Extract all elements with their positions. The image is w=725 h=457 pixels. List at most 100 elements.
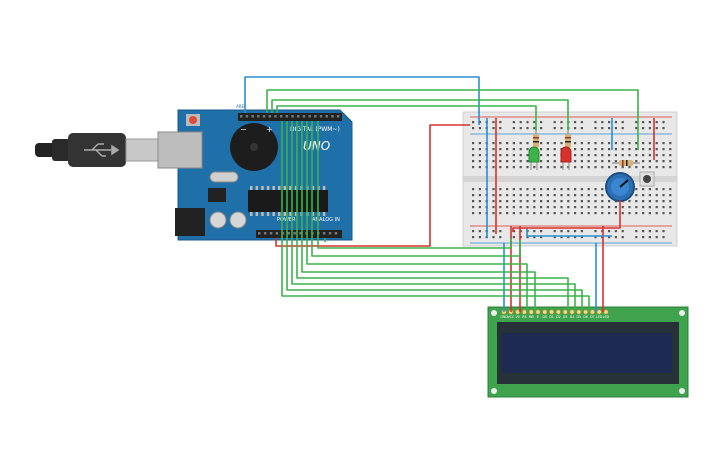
breadboard-hole — [506, 160, 509, 163]
chip-pin — [261, 186, 264, 190]
breadboard-hole — [519, 206, 522, 209]
wire-green[interactable] — [266, 89, 639, 150]
piezo-buzzer[interactable]: − + — [230, 123, 278, 171]
wire-blue-lcd[interactable] — [526, 228, 612, 237]
breadboard-hole — [594, 148, 597, 151]
usb-cable[interactable] — [35, 133, 159, 167]
breadboard-hole — [526, 206, 529, 209]
breadboard-hole — [635, 206, 638, 209]
breadboard-hole — [472, 142, 475, 145]
breadboard-hole — [608, 200, 611, 203]
breadboard-hole — [546, 212, 549, 215]
breadboard-hole — [662, 188, 665, 191]
breadboard-hole — [533, 230, 536, 233]
breadboard-hole — [601, 121, 604, 124]
wire-green-lcd[interactable] — [296, 121, 569, 312]
power-analog-header — [256, 230, 342, 238]
breadboard-hole — [614, 166, 617, 169]
pushbutton[interactable] — [639, 171, 655, 187]
breadboard-hole — [512, 212, 515, 215]
wire-green[interactable] — [317, 121, 512, 249]
breadboard-hole — [499, 166, 502, 169]
breadboard-hole — [594, 236, 597, 239]
lcd-pin — [589, 309, 595, 315]
breadboard-hole — [472, 200, 475, 203]
breadboard-hole — [553, 188, 556, 191]
breadboard-hole — [669, 166, 672, 169]
breadboard-hole — [512, 188, 515, 191]
breadboard-hole — [533, 188, 536, 191]
breadboard-hole — [512, 206, 515, 209]
digital-header — [238, 113, 342, 121]
lcd-pin — [569, 309, 575, 315]
breadboard-hole — [655, 121, 658, 124]
header-pin — [257, 115, 260, 118]
breadboard-hole — [478, 154, 481, 157]
chip-pin — [266, 186, 270, 190]
breadboard-hole — [492, 154, 495, 157]
breadboard-hole — [608, 154, 611, 157]
breadboard-hole — [526, 166, 529, 169]
dc-power-jack — [175, 208, 205, 236]
lcd-pin — [535, 309, 541, 315]
breadboard-hole — [655, 154, 658, 157]
wire-red-lcd[interactable] — [512, 200, 621, 232]
lcd-mount-hole — [679, 388, 685, 394]
wire-green-lcd[interactable] — [286, 121, 583, 312]
chip-pin — [255, 212, 259, 216]
breadboard-hole — [601, 212, 604, 215]
breadboard-hole — [608, 166, 611, 169]
breadboard-hole — [478, 127, 481, 130]
resistor-button[interactable] — [612, 160, 640, 166]
resistor-red-led[interactable] — [565, 128, 571, 154]
breadboard-hole — [648, 212, 651, 215]
breadboard-hole — [587, 194, 590, 197]
breadboard-hole — [499, 194, 502, 197]
wire-green-lcd[interactable] — [306, 121, 528, 312]
breadboard-hole — [662, 236, 665, 239]
breadboard-hole — [492, 148, 495, 151]
breadboard-hole — [553, 166, 556, 169]
breadboard-hole — [648, 148, 651, 151]
wire-green[interactable] — [276, 105, 537, 130]
capacitor-2 — [229, 211, 247, 229]
breadboard-hole — [499, 236, 502, 239]
breadboard-hole — [655, 188, 658, 191]
lcd-pin-label: V0 — [515, 315, 519, 319]
breadboard-hole — [594, 230, 597, 233]
resistor-band — [533, 137, 539, 139]
wire-green-lcd[interactable] — [301, 121, 536, 312]
breadboard-hole — [608, 142, 611, 145]
breadboard-hole — [601, 200, 604, 203]
breadboard-hole — [574, 148, 577, 151]
green-led[interactable] — [528, 146, 540, 170]
header-pin — [287, 232, 290, 235]
red-led[interactable] — [560, 146, 572, 170]
header-pin — [251, 115, 254, 118]
breadboard-hole — [614, 236, 617, 239]
breadboard-hole — [519, 212, 522, 215]
breadboard-hole — [512, 236, 515, 239]
breadboard-hole — [512, 194, 515, 197]
wire-green[interactable] — [271, 99, 569, 130]
breadboard-hole — [574, 200, 577, 203]
breadboard-hole — [540, 200, 543, 203]
lcd-pin-label: D3 — [563, 315, 567, 319]
wire-green[interactable] — [311, 121, 521, 257]
wire-green-lcd[interactable] — [291, 121, 576, 312]
breadboard-hole — [648, 230, 651, 233]
breadboard-hole — [580, 148, 583, 151]
wire-blue-top[interactable] — [244, 76, 480, 125]
arduino-board[interactable]: DIGITAL (PWM~) UNO POWER ANALOG IN AREF — [157, 104, 353, 241]
resistor-band — [622, 160, 624, 166]
breadboard-hole — [553, 148, 556, 151]
wire-red-power[interactable] — [275, 124, 470, 247]
breadboard-hole — [648, 200, 651, 203]
potentiometer[interactable] — [605, 172, 635, 202]
wire-green-lcd[interactable] — [281, 121, 590, 312]
breadboard-hole — [587, 154, 590, 157]
breadboard-hole — [499, 148, 502, 151]
lcd-pin-label: GND — [500, 315, 508, 319]
